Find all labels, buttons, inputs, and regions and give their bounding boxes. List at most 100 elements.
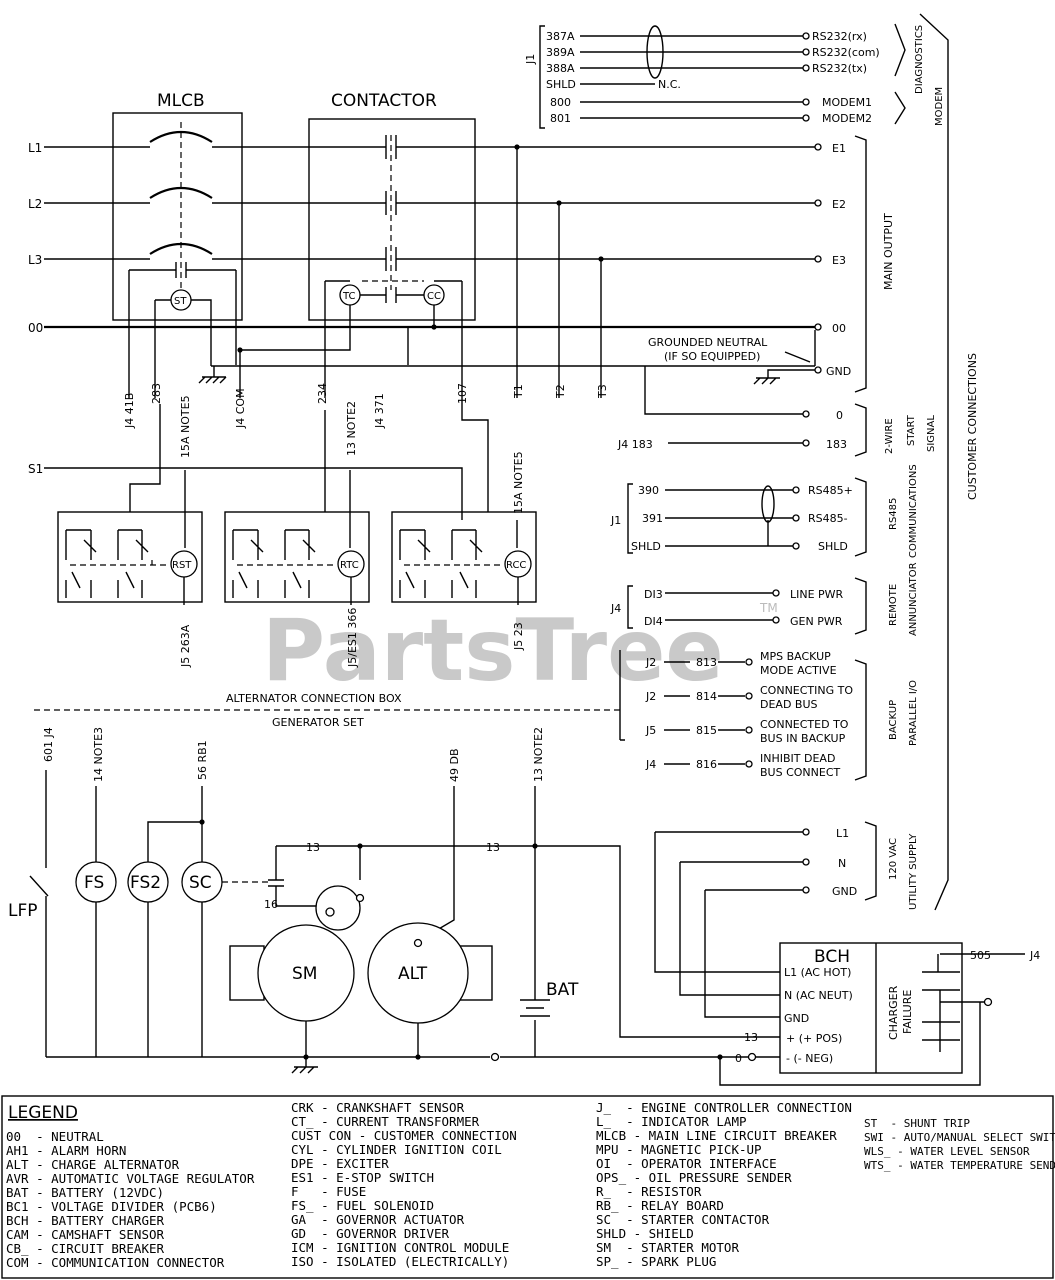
backup-conn: J2 <box>645 656 656 669</box>
legend-entry: COM - COMMUNICATION CONNECTOR <box>6 1255 225 1270</box>
fs2-label: FS2 <box>130 873 161 893</box>
backup-wire-label: 816 <box>696 758 717 771</box>
backup-side-1: BACKUP <box>888 700 899 740</box>
legend-entry: ST - SHUNT TRIP <box>864 1117 970 1130</box>
modem-side-label: MODEM <box>934 87 945 126</box>
gen-wire-14: 14 NOTE3 <box>92 727 105 782</box>
gen-wire-601: 601 J4 <box>42 727 55 762</box>
wire-13-note2: 13 NOTE2 <box>345 401 358 456</box>
wire-283: 283 <box>150 383 163 404</box>
rs485-j1: J1 <box>610 514 621 527</box>
utility-side-1: 120 VAC <box>888 838 899 880</box>
backup-wire-label: 813 <box>696 656 717 669</box>
term-e1: E1 <box>832 142 846 155</box>
legend-entry: MPU - MAGNETIC PICK-UP <box>596 1142 762 1157</box>
diag-wire-800: 800 <box>550 96 571 109</box>
diag-wire-389a: 389A <box>546 46 575 59</box>
wire-j4-com: J4 COM <box>234 388 247 429</box>
alternator <box>367 922 493 1057</box>
legend-entry: MLCB - MAIN LINE CIRCUIT BREAKER <box>596 1128 837 1143</box>
contactor-title: CONTACTOR <box>331 91 437 111</box>
legend-entry: WTS_ - WATER TEMPERATURE SENDER <box>864 1159 1055 1172</box>
mlcb-title: MLCB <box>157 91 205 111</box>
gen-wire-49: 49 DB <box>448 748 461 782</box>
legend-entry: BC1 - VOLTAGE DIVIDER (PCB6) <box>6 1199 217 1214</box>
legend-title: LEGEND <box>8 1103 78 1123</box>
legend-entry: 00 - NEUTRAL <box>6 1129 104 1144</box>
remote-term-gen: GEN PWR <box>790 615 843 628</box>
wire-j4-41b: J4 41B <box>123 393 136 429</box>
rs485-term-plus: RS485+ <box>808 484 853 497</box>
gen-wire-16: 16 <box>264 898 278 911</box>
legend-entry: ICM - IGNITION CONTROL MODULE <box>291 1240 509 1255</box>
line-l3-label: L3 <box>28 253 42 267</box>
relay-rtc <box>224 511 370 603</box>
line-l2-label: L2 <box>28 197 42 211</box>
legend-entry: CUST CON - CUSTOMER CONNECTION <box>291 1128 517 1143</box>
term-e3: E3 <box>832 254 846 267</box>
main-output-side-label: MAIN OUTPUT <box>882 213 895 290</box>
fs2-circle <box>127 861 169 903</box>
fs-circle <box>75 861 117 903</box>
legend-entry: SC - STARTER CONTACTOR <box>596 1212 770 1227</box>
gen-wire-13n2: 13 NOTE2 <box>532 727 545 782</box>
backup-label-1: INHIBIT DEAD <box>760 752 835 765</box>
rs485-side-2: COMMUNICATIONS <box>908 464 919 558</box>
bch-pos: + (+ POS) <box>786 1032 842 1045</box>
wire-15a-note5-2: 15A NOTE5 <box>512 451 525 514</box>
gen-wire-56: 56 RB1 <box>196 740 209 780</box>
rs485-wire-391: 391 <box>642 512 663 525</box>
legend-entry: CAM - CAMSHAFT SENSOR <box>6 1227 165 1242</box>
contactor-coils <box>240 280 463 398</box>
utility-side-2: UTILITY SUPPLY <box>908 833 919 910</box>
backup-label-1: MPS BACKUP <box>760 650 831 663</box>
gen-set-label: GENERATOR SET <box>272 716 364 729</box>
relay-rcc-label: RCC <box>506 560 526 571</box>
legend-entry: CB_ - CIRCUIT BREAKER <box>6 1241 165 1256</box>
legend-entry: SHLD - SHIELD <box>596 1226 694 1241</box>
remote-side-2: ANNUNCIATOR <box>908 562 919 636</box>
relay-rtc-label: RTC <box>340 560 359 571</box>
util-term-n: N <box>838 857 846 870</box>
rs485-wire-shld: SHLD <box>631 540 661 553</box>
alt-box-label: ALTERNATOR CONNECTION BOX <box>226 692 402 705</box>
diag-term-tx: RS232(tx) <box>812 62 867 75</box>
legend-entry: AVR - AUTOMATIC VOLTAGE REGULATOR <box>6 1171 255 1186</box>
wire-234: 234 <box>316 383 329 404</box>
wire-t3: T3 <box>596 384 609 399</box>
diagnostics-block <box>539 23 906 129</box>
bch-j4: J4 <box>1029 949 1040 962</box>
start-side-3: SIGNAL <box>926 415 937 452</box>
legend-entry: DPE - EXCITER <box>291 1156 389 1171</box>
bat-label: BAT <box>546 980 579 1000</box>
diag-wire-388a: 388A <box>546 62 575 75</box>
remote-wire-di4: DI4 <box>644 615 663 628</box>
bch-charger: CHARGER <box>887 985 900 1040</box>
bch-title: BCH <box>814 947 850 967</box>
legend-entry: SP_ - SPARK PLUG <box>596 1254 716 1269</box>
backup-label-1: CONNECTED TO <box>760 718 849 731</box>
rs485-term-minus: RS485- <box>808 512 848 525</box>
lfp-label: LFP <box>8 901 38 921</box>
legend-entry: ISO - ISOLATED (ELECTRICALLY) <box>291 1254 509 1269</box>
start-term-0: 0 <box>836 409 843 422</box>
contactor-box <box>308 118 476 321</box>
bch-l1: L1 (AC HOT) <box>784 966 851 979</box>
term-e2: E2 <box>832 198 846 211</box>
backup-label-2: MODE ACTIVE <box>760 664 837 677</box>
genset-wiring <box>29 770 740 1058</box>
backup-terminal <box>745 760 753 768</box>
legend-entry: SWI - AUTO/MANUAL SELECT SWITCH <box>864 1131 1055 1144</box>
grounded-neutral-label: GROUNDED NEUTRAL <box>648 336 768 349</box>
bch-wire-13: 13 <box>744 1031 758 1044</box>
diag-nc: N.C. <box>658 78 681 91</box>
sc-label: SC <box>189 873 212 893</box>
line-l1-label: L1 <box>28 141 42 155</box>
backup-label-1: CONNECTING TO <box>760 684 853 697</box>
watermark: PartsTree <box>262 601 724 701</box>
shunt-trip-coil <box>128 262 237 398</box>
